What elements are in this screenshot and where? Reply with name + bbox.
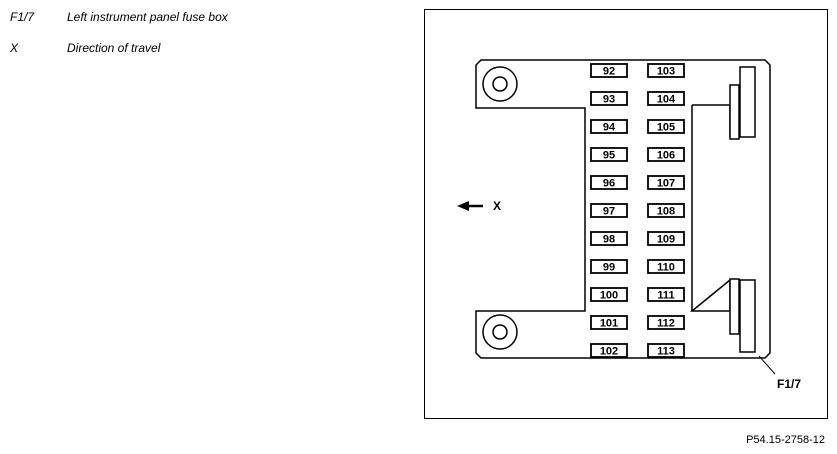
fuse-number: 112 <box>657 318 675 330</box>
fuse-number: 92 <box>603 66 615 78</box>
mounting-hole-bottom <box>482 314 518 350</box>
fuse-103: 103 <box>647 63 685 78</box>
legend-description: Direction of travel <box>67 41 161 55</box>
fuse-slot <box>647 259 685 274</box>
fuse-array: 92 93 94 95 96 97 98 99 100 101 102 103 104 105 106 107… <box>590 63 685 358</box>
fuse-box-diagram: 92 93 94 95 96 97 98 99 100 101 102 103 104 105 106 107… <box>457 59 801 391</box>
fuse-slot <box>590 343 628 358</box>
fuse-110: 110 <box>647 259 685 274</box>
fuse-number: 111 <box>657 290 674 302</box>
fuse-slot <box>647 315 685 330</box>
fuse-slot <box>647 343 685 358</box>
fuse-slot <box>590 259 628 274</box>
fuse-number: 93 <box>603 94 615 106</box>
mounting-hole-top <box>482 66 518 102</box>
fuse-113: 113 <box>647 343 685 358</box>
fuse-number: 113 <box>657 346 675 358</box>
fuse-100: 100 <box>590 287 628 302</box>
fuse-92: 92 <box>590 63 628 78</box>
fuse-slot <box>647 175 685 190</box>
legend-key: X <box>10 41 19 55</box>
fuse-number: 103 <box>657 66 675 78</box>
fuse-number: 97 <box>603 206 615 218</box>
component-leader-line <box>758 355 776 375</box>
fuse-slot <box>590 175 628 190</box>
fuse-slot <box>590 119 628 134</box>
fuse-112: 112 <box>647 315 685 330</box>
fuse-number: 104 <box>657 94 676 106</box>
connector-tab <box>739 279 756 353</box>
fuse-slot <box>647 203 685 218</box>
fuse-slot <box>590 91 628 106</box>
fuse-slot <box>647 91 685 106</box>
fuse-number: 94 <box>603 122 616 134</box>
fuse-96: 96 <box>590 175 628 190</box>
fuse-109: 109 <box>647 231 685 246</box>
fuse-97: 97 <box>590 203 628 218</box>
fuse-94: 94 <box>590 119 628 134</box>
connector-notch <box>689 104 731 312</box>
fuse-number: 101 <box>600 318 618 330</box>
fuse-number: 100 <box>600 290 618 302</box>
legend-key: F1/7 <box>10 10 35 24</box>
connector-tab <box>729 84 740 140</box>
fuse-number: 110 <box>657 262 675 274</box>
figure-reference: P54.15-2758-12 <box>746 434 825 446</box>
fuse-box-housing <box>475 59 771 359</box>
fuse-99: 99 <box>590 259 628 274</box>
fuse-108: 108 <box>647 203 685 218</box>
fuse-105: 105 <box>647 119 685 134</box>
fuse-slot <box>647 119 685 134</box>
fuse-95: 95 <box>590 147 628 162</box>
fuse-slot <box>647 231 685 246</box>
fuse-number: 98 <box>603 234 615 246</box>
direction-label: X <box>493 199 501 213</box>
fuse-number: 106 <box>657 150 675 162</box>
fuse-number: 105 <box>657 122 675 134</box>
fuse-104: 104 <box>647 91 685 106</box>
fuse-111: 111 <box>647 287 685 302</box>
fuse-93: 93 <box>590 91 628 106</box>
fuse-slot <box>590 203 628 218</box>
fuse-number: 95 <box>603 150 615 162</box>
fuse-98: 98 <box>590 231 628 246</box>
fuse-number: 99 <box>603 262 615 274</box>
fuse-slot <box>590 147 628 162</box>
fuse-102: 102 <box>590 343 628 358</box>
fuse-107: 107 <box>647 175 685 190</box>
connector-tab <box>739 66 756 138</box>
fuse-slot <box>590 287 628 302</box>
fuse-slot <box>590 315 628 330</box>
connector-tab <box>729 278 740 335</box>
fuse-number: 107 <box>657 178 675 190</box>
fuse-number: 108 <box>657 206 675 218</box>
direction-of-travel-arrow: X <box>457 199 501 213</box>
fuse-106: 106 <box>647 147 685 162</box>
fuse-box-diagram-frame: 92 93 94 95 96 97 98 99 100 101 102 103 104 105 106 107… <box>424 9 828 419</box>
fuse-number: 109 <box>657 234 675 246</box>
legend-description: Left instrument panel fuse box <box>67 10 228 24</box>
fuse-101: 101 <box>590 315 628 330</box>
fuse-slot <box>647 287 685 302</box>
component-label: F1/7 <box>777 377 801 391</box>
fuse-slot <box>590 63 628 78</box>
fuse-slot <box>647 147 685 162</box>
fuse-slot <box>647 63 685 78</box>
fuse-number: 96 <box>603 178 615 190</box>
fuse-slot <box>590 231 628 246</box>
fuse-number: 102 <box>600 346 618 358</box>
